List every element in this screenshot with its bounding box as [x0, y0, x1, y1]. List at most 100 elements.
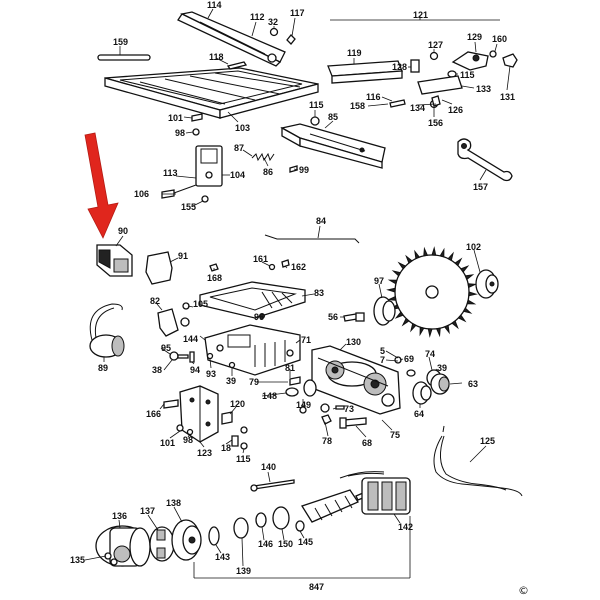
label-98-a: 98	[175, 128, 185, 138]
label-112: 112	[250, 12, 265, 22]
blade-tooth	[394, 311, 404, 319]
label-39-b: 39	[226, 376, 236, 386]
gear-housing-71	[204, 324, 301, 376]
blade-tooth	[401, 317, 410, 327]
blade-tooth	[466, 299, 477, 305]
blade-tooth	[457, 314, 467, 323]
leader-lines	[84, 8, 511, 579]
label-106: 106	[134, 189, 149, 199]
label-103: 103	[235, 123, 250, 133]
label-130: 130	[346, 337, 361, 347]
part-labels: 114 112 117 32 121 159 118 119 127 129 1…	[70, 0, 515, 592]
label-79: 79	[249, 377, 259, 387]
label-127: 127	[428, 40, 443, 50]
rip-fence-rail-114	[177, 11, 286, 67]
flange-97	[373, 296, 396, 326]
blade-tooth	[435, 327, 441, 338]
label-145: 145	[298, 537, 313, 547]
blade-tooth	[419, 326, 425, 337]
blade-tooth	[410, 322, 417, 333]
flange-102	[475, 269, 499, 299]
label-56: 56	[328, 312, 338, 322]
label-159: 159	[113, 37, 128, 47]
blade-tooth	[467, 283, 478, 289]
label-81: 81	[285, 363, 295, 373]
rod-84	[264, 234, 360, 244]
blade-tooth	[423, 246, 429, 257]
label-166: 166	[146, 409, 161, 419]
red-pointer-arrow	[84, 132, 119, 239]
label-133: 133	[476, 84, 491, 94]
label-96: 96	[254, 312, 264, 322]
switch-cover-91	[145, 251, 173, 285]
blade-tooth	[447, 251, 454, 262]
blade-tooth	[468, 291, 478, 297]
blade-tooth	[386, 287, 396, 293]
blade-tooth	[460, 265, 470, 273]
housing-cover-83	[199, 281, 306, 319]
label-144: 144	[183, 334, 198, 344]
label-95: 95	[161, 343, 171, 353]
label-847: 847	[309, 582, 324, 592]
guard-bracket-85	[280, 116, 386, 169]
screws-95-94	[169, 351, 236, 369]
label-162: 162	[291, 262, 306, 272]
label-83: 83	[314, 288, 324, 298]
copyright-symbol: ©	[518, 584, 529, 597]
label-69: 69	[404, 354, 414, 364]
label-126: 126	[448, 105, 463, 115]
bolt-56	[343, 312, 365, 322]
label-93: 93	[206, 369, 216, 379]
label-158: 158	[350, 101, 365, 111]
label-99: 99	[299, 165, 309, 175]
bracket-123	[163, 385, 219, 443]
label-90: 90	[118, 226, 128, 236]
blade-tooth	[439, 247, 445, 258]
label-85: 85	[328, 112, 338, 122]
label-82: 82	[150, 296, 160, 306]
clamp-82	[157, 302, 190, 337]
belt-159	[97, 54, 151, 61]
power-cord-125	[433, 425, 523, 497]
blade-tooth	[386, 295, 397, 301]
label-146: 146	[258, 539, 273, 549]
label-98-b: 98	[183, 435, 193, 445]
blade-tooth	[414, 249, 421, 260]
saw-table-top	[104, 67, 319, 119]
label-101-b: 101	[160, 438, 175, 448]
label-63: 63	[468, 379, 478, 389]
label-75: 75	[390, 430, 400, 440]
fence-bar-119	[327, 60, 403, 84]
label-140: 140	[261, 462, 276, 472]
label-150: 150	[278, 539, 293, 549]
label-155: 155	[181, 202, 196, 212]
label-138: 138	[166, 498, 181, 508]
label-156: 156	[428, 118, 443, 128]
label-149: 149	[296, 400, 311, 410]
label-157: 157	[473, 182, 488, 192]
label-5: 5	[380, 346, 385, 356]
label-129: 129	[467, 32, 482, 42]
spring-87	[251, 152, 298, 173]
blade-tooth	[454, 257, 463, 267]
label-7: 7	[380, 355, 385, 365]
blade-tooth	[391, 270, 402, 277]
gears-right	[394, 356, 450, 405]
misc-small-parts-left	[161, 113, 223, 203]
label-120: 120	[230, 399, 245, 409]
brush-holder-137	[149, 526, 175, 562]
blade-tooth	[427, 328, 433, 338]
label-115-c: 115	[236, 454, 251, 464]
end-cap-136	[95, 525, 151, 567]
label-68: 68	[362, 438, 372, 448]
label-115-b: 115	[309, 100, 324, 110]
label-142: 142	[398, 522, 413, 532]
bracket-small-parts	[176, 411, 248, 450]
label-91: 91	[178, 251, 188, 261]
label-125: 125	[480, 436, 495, 446]
blade-tooth	[464, 274, 475, 281]
stator-142	[361, 477, 411, 515]
label-38: 38	[152, 365, 162, 375]
label-73: 73	[344, 404, 354, 414]
